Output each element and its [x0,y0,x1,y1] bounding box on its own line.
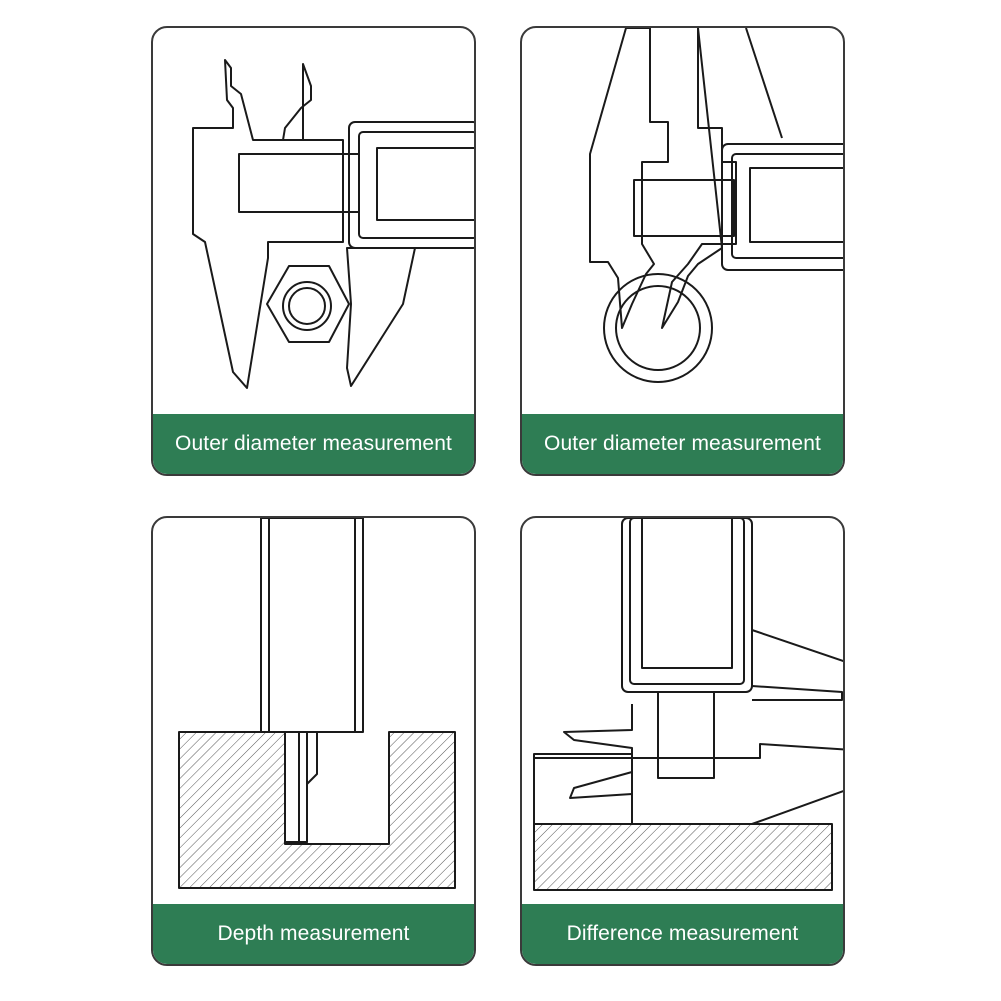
caption-bar: Outer diameter measurement [522,414,843,474]
panel-depth: Depth measurement [151,516,476,966]
panel-outer-diameter-hex: Outer diameter measurement [151,26,476,476]
caption-text: Outer diameter measurement [175,432,452,455]
caliper-inner-jaws-ring-illustration [589,28,843,383]
caption-bar: Outer diameter measurement [153,414,474,474]
caption-text: Depth measurement [217,922,410,945]
caliper-depth-rod-block-illustration [178,518,456,889]
caption-bar: Difference measurement [522,904,843,964]
caption-text: Outer diameter measurement [544,432,821,455]
caption-bar: Depth measurement [153,904,474,964]
caliper-outer-jaws-hex-nut-illustration [192,59,474,389]
caption-text: Difference measurement [566,922,799,945]
panel-outer-diameter-ring: Outer diameter measurement [520,26,845,476]
panel-difference: Difference measurement [520,516,845,966]
caliper-step-measurement-illustration [533,518,843,891]
